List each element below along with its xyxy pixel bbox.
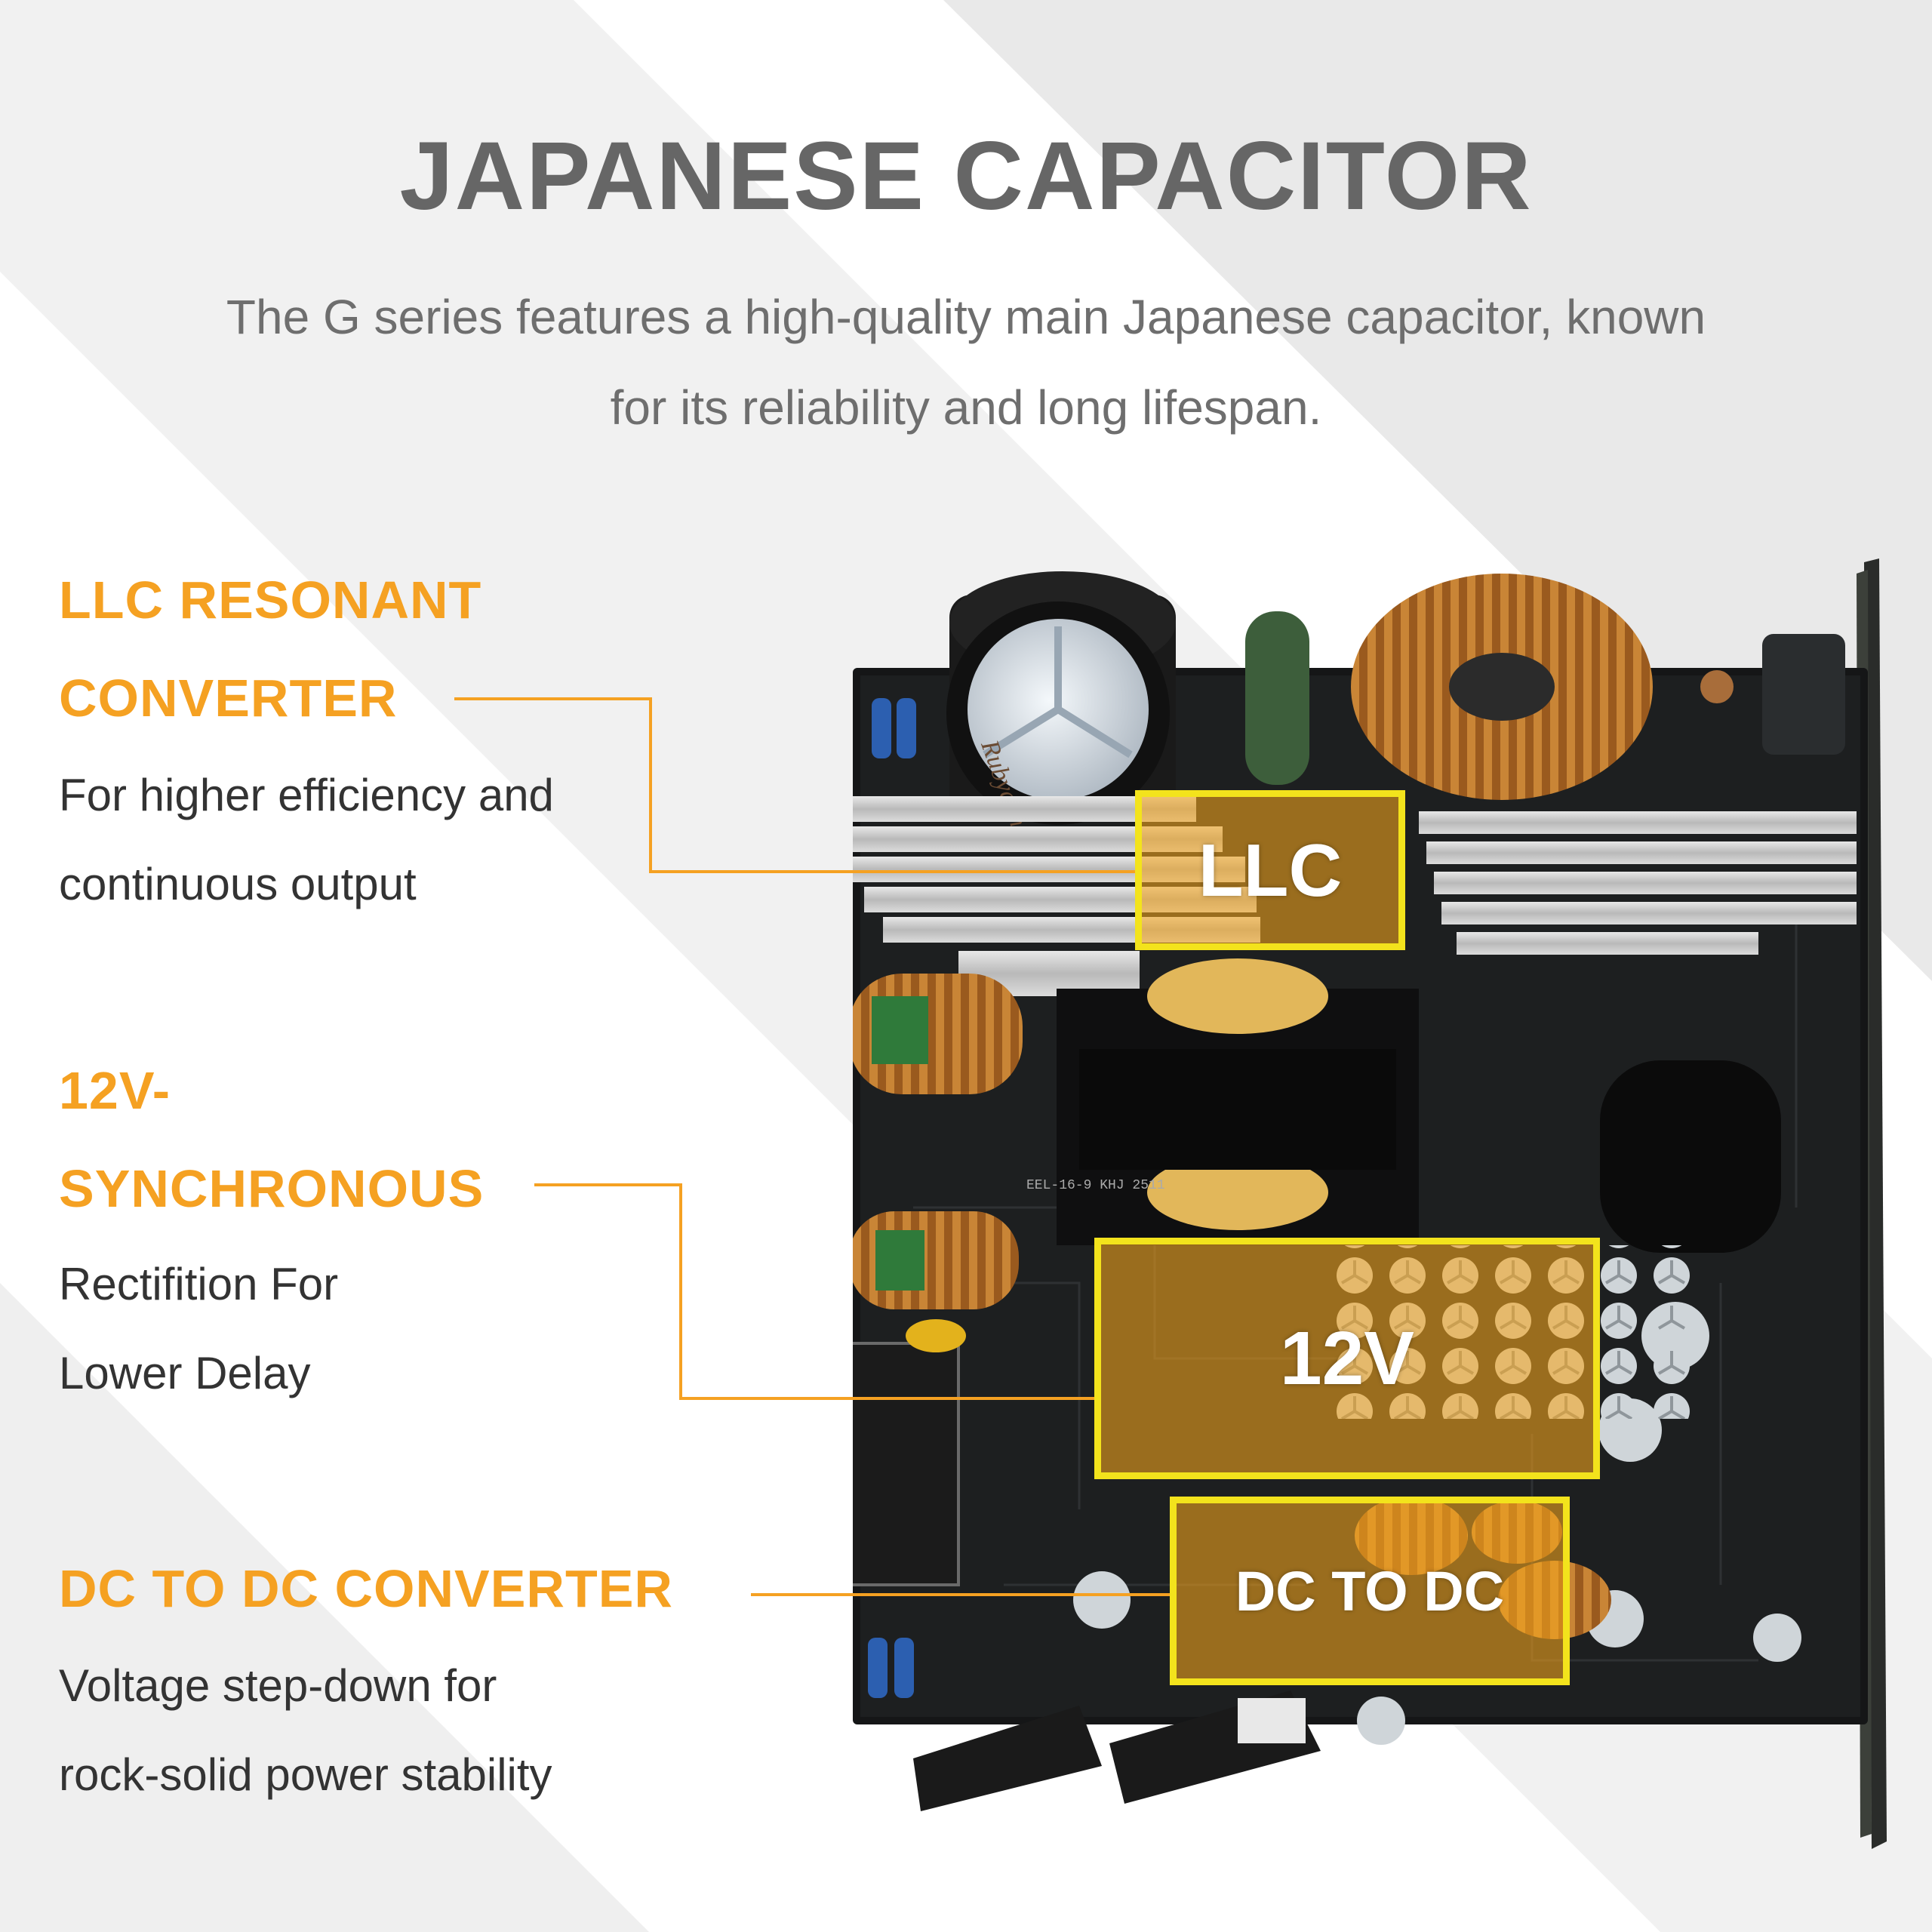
heading-line: 12V-: [59, 1061, 171, 1120]
feature-llc-heading: LLC RESONANT CONVERTER: [59, 551, 481, 747]
highlight-llc: LLC: [1135, 790, 1405, 950]
feature-dcdc-heading: DC TO DC CONVERTER: [59, 1540, 673, 1638]
subtitle-line: The G series features a high-quality mai…: [226, 290, 1706, 344]
transformer-label: EEL-16-9 KHJ 2511: [1026, 1178, 1165, 1193]
description-line: Voltage step-down for: [59, 1660, 497, 1711]
heading-line: SYNCHRONOUS: [59, 1159, 485, 1218]
heading-line: LLC RESONANT: [59, 571, 482, 629]
feature-dcdc-description: Voltage step-down for rock-solid power s…: [59, 1641, 552, 1820]
heading-line: CONVERTER: [59, 669, 398, 728]
description-line: rock-solid power stability: [59, 1749, 552, 1800]
feature-llc-description: For higher efficiency and continuous out…: [59, 751, 554, 929]
feature-12v-description: Rectifition For Lower Delay: [59, 1240, 338, 1418]
feature-12v-heading: 12V- SYNCHRONOUS: [59, 1041, 484, 1238]
highlight-12v: 12V: [1094, 1238, 1600, 1479]
description-line: Rectifition For: [59, 1259, 339, 1309]
highlight-label: LLC: [1198, 828, 1343, 912]
description-line: continuous output: [59, 859, 417, 909]
subtitle-line: for its reliability and long lifespan.: [610, 380, 1322, 435]
highlight-label: DC TO DC: [1235, 1559, 1505, 1623]
description-line: Lower Delay: [59, 1348, 311, 1398]
highlight-label: 12V: [1280, 1315, 1414, 1401]
heading-line: DC TO DC CONVERTER: [59, 1559, 673, 1618]
page-subtitle: The G series features a high-quality mai…: [151, 272, 1781, 453]
description-line: For higher efficiency and: [59, 770, 554, 820]
page-title: JAPANESE CAPACITOR: [399, 122, 1533, 230]
highlight-dc-to-dc: DC TO DC: [1170, 1497, 1570, 1685]
